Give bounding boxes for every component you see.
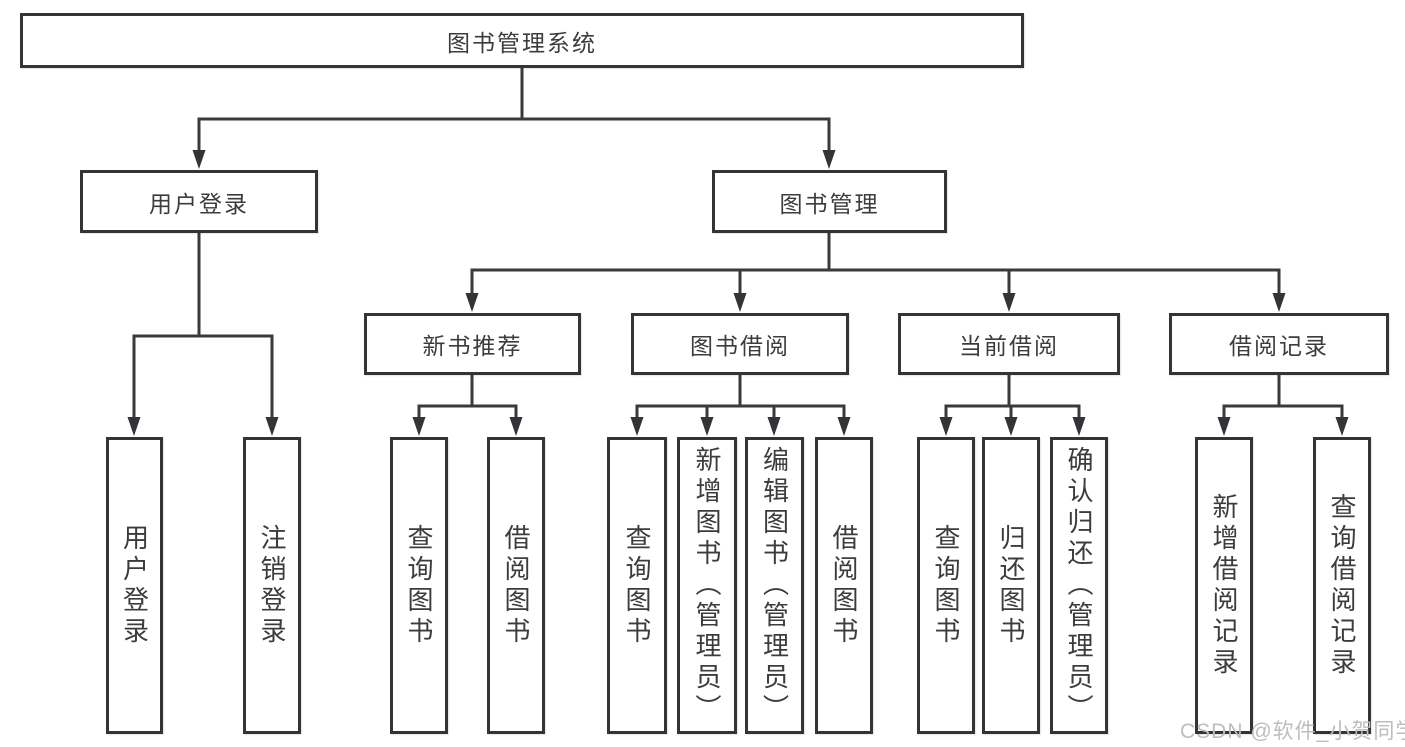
node-leaf-query-books-recommend: 查询图书 (390, 437, 448, 734)
node-leaf-query-books: 查询图书 (607, 437, 667, 734)
leaf-label: 借阅图书 (501, 523, 531, 648)
leaf-label: 查询图书 (404, 523, 434, 648)
node-borrow-records: 借阅记录 (1169, 313, 1389, 375)
leaf-label: 查询借阅记录 (1327, 492, 1357, 679)
node-new-book-recommend: 新书推荐 (364, 313, 581, 375)
leaf-label: 查询图书 (931, 523, 961, 648)
node-leaf-edit-books-admin: 编辑图书（管理员） (745, 437, 804, 734)
leaf-label: 确认归还（管理员） (1064, 446, 1094, 725)
node-root-library-management-system: 图书管理系统 (20, 13, 1024, 68)
node-leaf-borrow-books: 借阅图书 (815, 437, 873, 734)
node-leaf-add-borrow-record: 新增借阅记录 (1195, 437, 1253, 734)
node-leaf-logout: 注销登录 (243, 437, 301, 734)
connector-current-borrow-to-leaves (939, 375, 1086, 436)
node-book-management: 图书管理 (712, 170, 947, 233)
node-leaf-confirm-return-admin: 确认归还（管理员） (1050, 437, 1108, 734)
connector-new-book-recommend-to-leaves (412, 375, 523, 436)
connector-book-management-to-sections (465, 233, 1286, 312)
leaf-label: 归还图书 (996, 523, 1026, 648)
leaf-label: 借阅图书 (829, 523, 859, 648)
node-book-borrow: 图书借阅 (631, 313, 849, 375)
connector-user-login-to-leaves (127, 233, 279, 436)
node-current-borrow: 当前借阅 (898, 313, 1120, 375)
leaf-label: 用户登录 (119, 523, 150, 648)
node-leaf-query-borrow-record: 查询借阅记录 (1313, 437, 1371, 734)
csdn-watermark: CSDN @软件_小贺同学 (1180, 720, 1405, 743)
leaf-label: 新增图书（管理员） (692, 446, 722, 725)
leaf-label: 新增借阅记录 (1209, 492, 1239, 679)
connector-root-to-level2 (192, 68, 836, 169)
leaf-label: 注销登录 (257, 523, 287, 648)
node-user-login: 用户登录 (80, 170, 318, 233)
node-leaf-user-login: 用户登录 (106, 437, 163, 734)
connector-borrow-records-to-leaves (1217, 375, 1349, 436)
node-leaf-return-books: 归还图书 (982, 437, 1040, 734)
node-leaf-query-books-current: 查询图书 (917, 437, 975, 734)
leaf-label: 查询图书 (622, 523, 652, 648)
node-leaf-add-books-admin: 新增图书（管理员） (677, 437, 737, 734)
connector-book-borrow-to-leaves (630, 375, 851, 436)
leaf-label: 编辑图书（管理员） (759, 446, 790, 725)
node-leaf-borrow-books-recommend: 借阅图书 (487, 437, 545, 734)
